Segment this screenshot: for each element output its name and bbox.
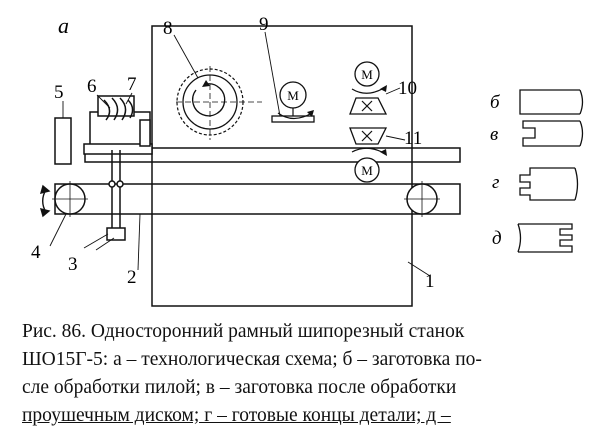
callout-10: 10 <box>398 78 417 99</box>
conveyor-chain <box>52 181 461 217</box>
callout-6: 6 <box>87 76 97 97</box>
caption-line: ШО15Г-5: а – технологическая схема; б – … <box>22 349 482 370</box>
workpiece-finished-ends <box>519 167 575 201</box>
caption-line: сле обработки пилой; в – заготовка после… <box>22 377 457 398</box>
leader-lines <box>49 31 431 277</box>
machine-frame <box>151 25 413 307</box>
callout-7: 7 <box>127 74 137 95</box>
slotting-disc-unit: М <box>271 81 315 123</box>
panel-label-b: б <box>490 92 501 113</box>
panel-label-v: в <box>490 124 498 145</box>
workpiece-table <box>84 147 461 163</box>
callout-9: 9 <box>259 14 269 35</box>
panel-label-a: а <box>58 13 69 38</box>
figure-caption: Рис. 86. Односторонний рамный шипорезный… <box>22 318 606 447</box>
callout-11: 11 <box>404 128 422 149</box>
svg-text:М: М <box>287 88 299 103</box>
svg-text:М: М <box>361 163 373 178</box>
rotation-arrow <box>39 184 51 218</box>
callout-3: 3 <box>68 254 78 275</box>
clamp-rod <box>106 150 126 241</box>
callout-8: 8 <box>163 18 173 39</box>
caption-line: Рис. 86. Односторонний рамный шипорезный… <box>22 321 465 342</box>
tenoning-head-lower: М <box>349 127 388 183</box>
tenoning-head-upper: М <box>349 61 388 115</box>
workpiece-tenons <box>518 223 573 253</box>
callout-numbers: 1 2 3 4 5 6 7 8 9 10 11 <box>31 14 435 292</box>
machine-diagram: а <box>31 13 584 307</box>
workpiece-slotted <box>522 120 580 147</box>
panel-label-g: г <box>492 172 499 193</box>
callout-5: 5 <box>54 82 64 103</box>
sketch-labels: б в г д <box>490 92 502 249</box>
caption-line: проушечным диском; г – готовые концы дет… <box>22 405 451 426</box>
callout-2: 2 <box>127 267 137 288</box>
callout-4: 4 <box>31 242 41 263</box>
callout-1: 1 <box>425 271 435 292</box>
stop-block <box>54 117 72 165</box>
svg-text:М: М <box>361 67 373 82</box>
saw-disc <box>176 66 262 140</box>
clamp-assembly <box>83 95 153 155</box>
panel-label-d: д <box>492 228 502 249</box>
workpiece-sawn <box>519 89 580 115</box>
workpiece-sketches <box>517 89 584 253</box>
